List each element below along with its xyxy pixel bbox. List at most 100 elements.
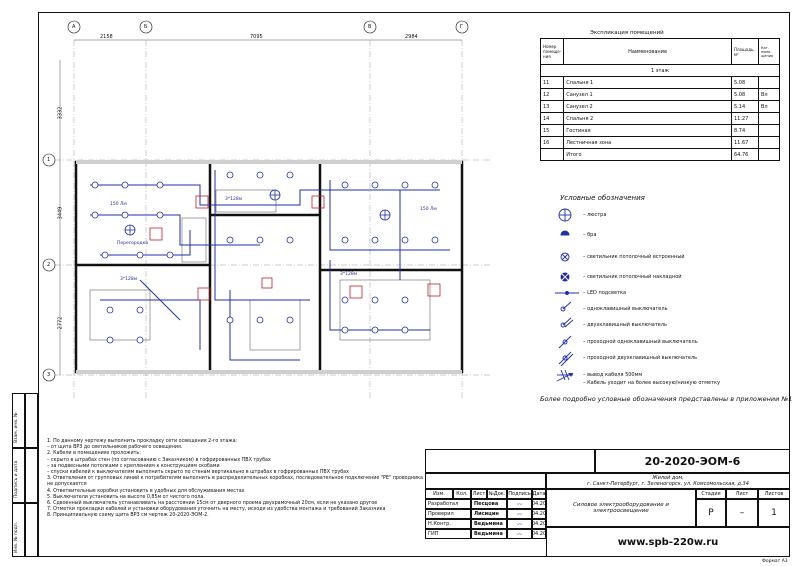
- legend-item: – светильник потолочный встроенный: [583, 254, 685, 260]
- cell: Вл: [758, 88, 780, 101]
- table-header: Номер помеще-ния: [539, 38, 565, 65]
- led-strip-icon: [555, 291, 579, 295]
- website-link[interactable]: www.spb-220w.ru: [546, 527, 790, 557]
- cell: Лестничная зона: [563, 136, 732, 149]
- axis-label: 3: [47, 372, 51, 378]
- legend-footnote: Более подробно условные обозначения пред…: [540, 395, 793, 403]
- general-notes: 1. По данному чертежу выполнить прокладк…: [47, 439, 427, 520]
- sign-date: 04.20: [532, 529, 546, 539]
- cell: 15: [539, 124, 565, 137]
- note-line: 3. Ответвления от групповых линий к потр…: [47, 476, 423, 488]
- surface-light-icon: [560, 272, 570, 282]
- axis-label: Б: [144, 24, 148, 30]
- sheets-value: 1: [758, 499, 790, 527]
- svg-text:150 Лм: 150 Лм: [110, 201, 127, 207]
- cell: [758, 136, 780, 149]
- title-block: 20-2020-ЭОМ-6 Жилой дом, г. Санкт-Петерб…: [425, 449, 790, 557]
- single-switch-icon: [560, 301, 572, 312]
- side-label: Инв. № подл.: [14, 521, 19, 553]
- sign-date: 04.20: [532, 499, 546, 509]
- svg-text:150 Лм: 150 Лм: [420, 206, 437, 212]
- side-strip: Взам. инв. № Подпись и дата Инв. № подл.: [12, 393, 38, 557]
- note-line: 6. Сдвоенный выключатель устанавливать н…: [47, 501, 378, 507]
- note-line: – от щита ВРЗ до светильников рабочего о…: [47, 445, 183, 451]
- cell: 11: [539, 76, 565, 89]
- cell: [758, 124, 780, 137]
- cell: Санузел 1: [563, 88, 732, 101]
- cell: 11.27: [731, 112, 759, 125]
- role: Н.Контр.: [425, 519, 471, 529]
- cell: 16: [539, 136, 565, 149]
- note-line: 7. Отметки прокладки кабелей и установки…: [47, 507, 386, 513]
- sign-date: 04.20: [532, 509, 546, 519]
- cell: 13: [539, 100, 565, 113]
- note-line: 2. Кабели в помещениях проложить:: [47, 451, 141, 457]
- object-address: г. Санкт-Петербург, г. Зеленогорск, ул. …: [587, 481, 749, 487]
- svg-text:3*128м: 3*128м: [340, 271, 357, 277]
- axis-label: А: [72, 24, 76, 30]
- cell: 5.14: [731, 100, 759, 113]
- sconce-icon: [560, 230, 570, 236]
- note-line: – скрыто в штрабах стен (по согласованию…: [47, 457, 271, 463]
- table-header: Кат. поме-щения: [758, 38, 780, 65]
- signer: Песцова: [471, 499, 507, 509]
- stage-header: Лист: [726, 489, 758, 499]
- svg-text:3*128м: 3*128м: [120, 276, 137, 282]
- stamp-header: №Док.: [487, 489, 507, 499]
- note-line: 1. По данному чертежу выполнить прокладк…: [47, 439, 238, 444]
- cell: Вл: [758, 100, 780, 113]
- axis-bubbles: [42, 20, 469, 382]
- cell: 5.08: [731, 88, 759, 101]
- signature: 〰: [507, 519, 532, 529]
- signature: 〰: [507, 509, 532, 519]
- stage-header: Стадия: [696, 489, 726, 499]
- stamp-header: Изм.: [425, 489, 453, 499]
- dimension: 7095: [250, 34, 263, 40]
- cell: 11.67: [731, 136, 759, 149]
- dimension: 2984: [405, 34, 418, 40]
- cell: 8.74: [731, 124, 759, 137]
- legend-item: – бра: [583, 232, 597, 238]
- legend-title: Условные обозначения: [560, 194, 645, 202]
- doc-title: Силовое электрооборудование и электроосв…: [546, 489, 696, 527]
- side-label: Подпись и дата: [14, 460, 19, 498]
- legend-item: – Кабель уходит на более высокую/низкую …: [583, 380, 721, 386]
- signer: Лисицин: [471, 509, 507, 519]
- axis-label: 2: [47, 262, 51, 268]
- sheet-value: –: [726, 499, 758, 527]
- cell: Спальня 2: [563, 112, 732, 125]
- table-floor: 1 этаж: [540, 64, 780, 77]
- legend-item: – двухклавишный выключатель: [583, 322, 667, 328]
- legend-item: – проходной одноклавишный выключатель: [583, 339, 698, 345]
- stamp-header: Дата: [532, 489, 546, 499]
- svg-text:3*128м: 3*128м: [225, 196, 242, 202]
- pass-switch-double-icon: [558, 351, 574, 367]
- stamp-header: Лист: [471, 489, 487, 499]
- cell: 12: [539, 88, 565, 101]
- legend-item: – LED подсветка: [583, 290, 627, 296]
- legend-item: – вывод кабеля 500мм: [583, 372, 643, 378]
- rooms-table: Номер помеще-ния Наименование Площадь, м…: [539, 38, 780, 161]
- legend-item: – светильник потолочный накладной: [583, 274, 682, 280]
- object-name: Жилой дом,: [652, 475, 684, 481]
- legend-item: – люстра: [583, 212, 607, 218]
- axis-label: 1: [47, 157, 51, 163]
- junction-boxes: [149, 195, 441, 301]
- chandelier-icon: [558, 208, 572, 222]
- role: ГИП: [425, 529, 471, 539]
- light-fixtures: [91, 171, 439, 344]
- axis-label: В: [368, 24, 372, 30]
- side-label: Взам. инв. №: [14, 412, 19, 443]
- axis-label: Г: [460, 24, 464, 30]
- signer: Ведьмина: [471, 519, 507, 529]
- cell: [758, 76, 780, 89]
- cell: Спальня 1: [563, 76, 732, 89]
- object-info: Жилой дом, г. Санкт-Петербург, г. Зелено…: [546, 473, 790, 489]
- note-line: – спуски кабелей к выключателям выполнит…: [47, 470, 349, 476]
